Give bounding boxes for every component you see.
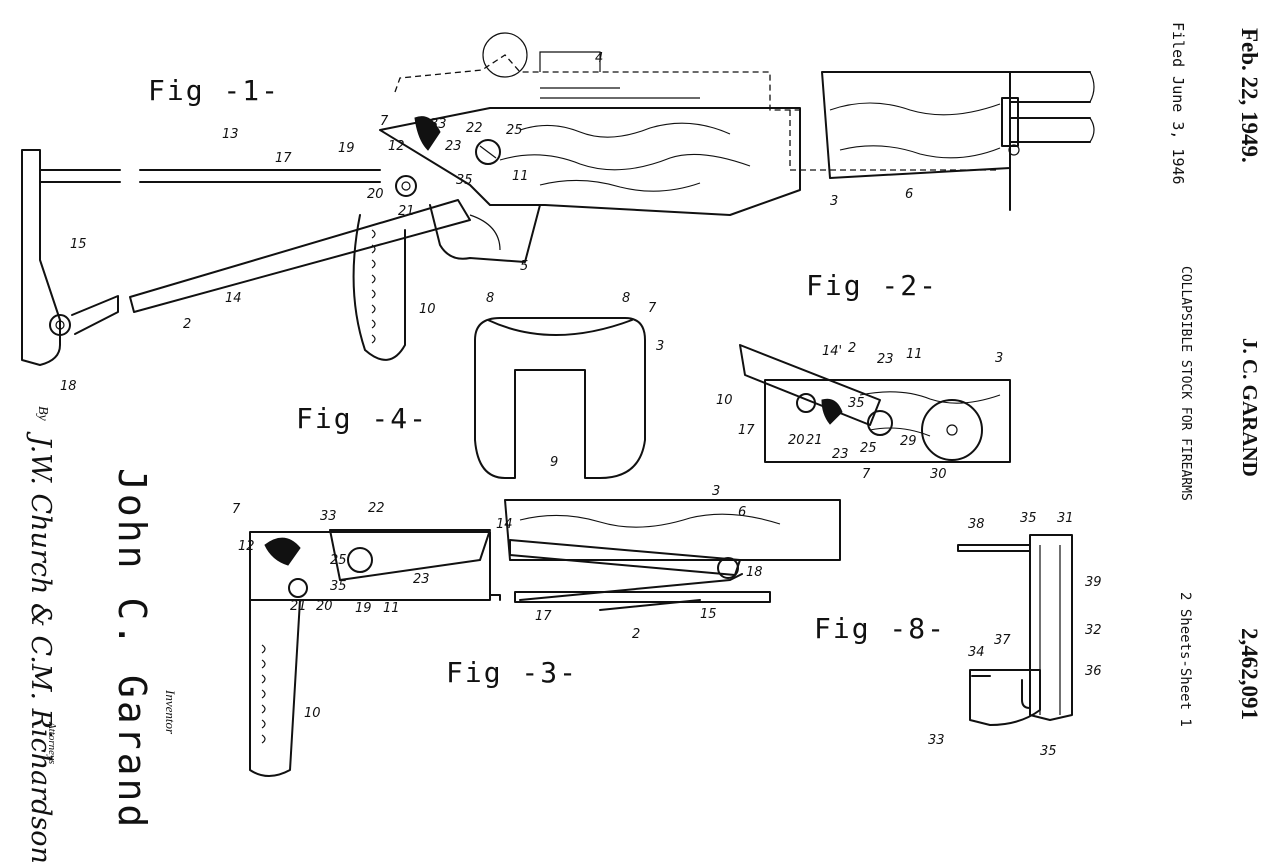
fig2-ref-numeral: 17 [738, 423, 755, 438]
forend [821, 71, 1011, 179]
fig1-label: Fig -1- [148, 74, 280, 107]
fig8-ref-numeral: 37 [994, 633, 1011, 648]
pivot-25 [475, 139, 501, 165]
fig3-ref-numeral: 17 [535, 609, 552, 624]
fig4-label: Fig -4- [296, 402, 428, 435]
fig8-ref-numeral: 35 [1040, 744, 1057, 759]
fig8-ref-numeral: 33 [928, 733, 945, 748]
fig4-ref-numeral: 9 [550, 455, 558, 470]
fig8-ref-numeral: 38 [968, 517, 985, 532]
fig1-ref-numeral: 19 [338, 141, 355, 156]
fig1-ref-numeral: 22 [466, 121, 483, 136]
fig1-ref-numeral: 4 [595, 51, 603, 66]
fig3-ref-numeral: 11 [383, 601, 400, 616]
fig3-ref-numeral: 18 [746, 565, 763, 580]
fig4-stock-cross-section: Fig -4- [296, 317, 646, 479]
fig1-ref-numeral: 3 [830, 194, 838, 209]
fig3-ref-numeral: 6 [738, 505, 746, 520]
fig3-ref-numeral: 19 [355, 601, 372, 616]
fig3-ref-numeral: 21 [290, 599, 307, 614]
fig8-ref-numeral: 39 [1085, 575, 1102, 590]
fig1-ref-numeral: 23 [445, 139, 462, 154]
fig8-ref-numeral: 36 [1085, 664, 1102, 679]
fig1-ref-numeral: 33 [430, 117, 447, 132]
fig1-ref-numeral: 6 [905, 187, 913, 202]
fig2-ref-numeral: 23 [877, 352, 894, 367]
fig3-ref-numeral: 25 [330, 553, 347, 568]
pistol-grip [352, 214, 406, 361]
fig2-ref-numeral: 21 [806, 433, 823, 448]
fig1-ref-numeral: 18 [60, 379, 77, 394]
fig3-ref-numeral: 12 [238, 539, 255, 554]
fig2-ref-numeral: 35 [848, 396, 865, 411]
fig8-ref-numeral: 35 [1020, 511, 1037, 526]
fig2-ref-numeral: 2 [848, 341, 856, 356]
fig2-ref-numeral: 25 [860, 441, 877, 456]
fig8-ref-numeral: 31 [1057, 511, 1074, 526]
fig3-label: Fig -3- [446, 656, 578, 689]
strut-14 [129, 199, 471, 313]
fig1-ref-numeral: 13 [222, 127, 239, 142]
fig1-ref-numeral: 15 [70, 237, 87, 252]
fig3-folded-stock: Fig -3- [249, 499, 841, 777]
latch-cam [414, 116, 441, 151]
fig2-ref-numeral: 20 [788, 433, 805, 448]
fig3-ref-numeral: 22 [368, 501, 385, 516]
fig1-ref-numeral: 14 [225, 291, 242, 306]
drawing-canvas: Fig -1- Fig -4- Fig -2- [21, 32, 1102, 777]
fig1-ref-numeral: 11 [512, 169, 529, 184]
rear-sight-drum [482, 32, 528, 78]
fig1-ref-numeral: 7 [380, 114, 389, 129]
fig3-ref-numeral: 7 [232, 502, 241, 517]
fig3-ref-numeral: 10 [304, 706, 321, 721]
fig8-latch-part: Fig -8- [814, 534, 1073, 726]
fig3-ref-numeral: 3 [712, 484, 720, 499]
fig4-ref-numeral: 8 [622, 291, 630, 306]
fig3-ref-numeral: 14 [496, 517, 513, 532]
fig3-ref-numeral: 2 [632, 627, 640, 642]
fig2-ref-numeral: 3 [995, 351, 1003, 366]
ratchet-wheel [921, 399, 983, 461]
fig2-ref-numeral: 29 [900, 434, 917, 449]
fig8-ref-numeral: 34 [968, 645, 985, 660]
fig8-label: Fig -8- [814, 612, 946, 645]
fig3-ref-numeral: 23 [413, 572, 430, 587]
fig2-label: Fig -2- [806, 269, 938, 302]
fig3-ref-numeral: 20 [316, 599, 333, 614]
fig2-ref-numeral: 11 [906, 347, 923, 362]
fig3-ref-numeral: 15 [700, 607, 717, 622]
fig1-rifle-extended-stock: Fig -1- [21, 32, 1095, 366]
fig2-ref-numeral: 7 [862, 467, 871, 482]
fig3-ref-numeral: 35 [330, 579, 347, 594]
fig8-ref-numeral: 32 [1085, 623, 1102, 638]
fig4-ref-numeral: 8 [486, 291, 494, 306]
fig4-ref-numeral: 7 [648, 301, 657, 316]
fig1-ref-numeral: 10 [419, 302, 436, 317]
pivot-21 [395, 175, 417, 197]
rod-17 [139, 169, 381, 183]
fig2-ref-numeral: 30 [930, 467, 947, 482]
fig4-ref-numeral: 3 [656, 339, 664, 354]
fig1-ref-numeral: 25 [506, 123, 523, 138]
fig1-ref-numeral: 20 [367, 187, 384, 202]
fig2-ref-numeral: 23 [832, 447, 849, 462]
fig2-ref-numeral: 14' [822, 344, 842, 359]
stock-body [379, 107, 801, 216]
fig1-ref-numeral: 5 [520, 259, 528, 274]
fig1-ref-numeral: 12 [388, 139, 405, 154]
fig2-ref-numeral: 10 [716, 393, 733, 408]
fig1-ref-numeral: 21 [398, 204, 415, 219]
patent-drawing-sheet: Feb. 22, 1949. J. C. GARAND 2,462,091 Fi… [21, 22, 1262, 864]
fig2-folded-detail: Fig -2- [739, 269, 1011, 463]
butt-plate-15 [21, 149, 61, 366]
fig1-ref-numeral: 17 [275, 151, 292, 166]
fig1-ref-numeral: 2 [183, 317, 191, 332]
fig1-ref-numeral: 35 [456, 173, 473, 188]
fig3-ref-numeral: 33 [320, 509, 337, 524]
